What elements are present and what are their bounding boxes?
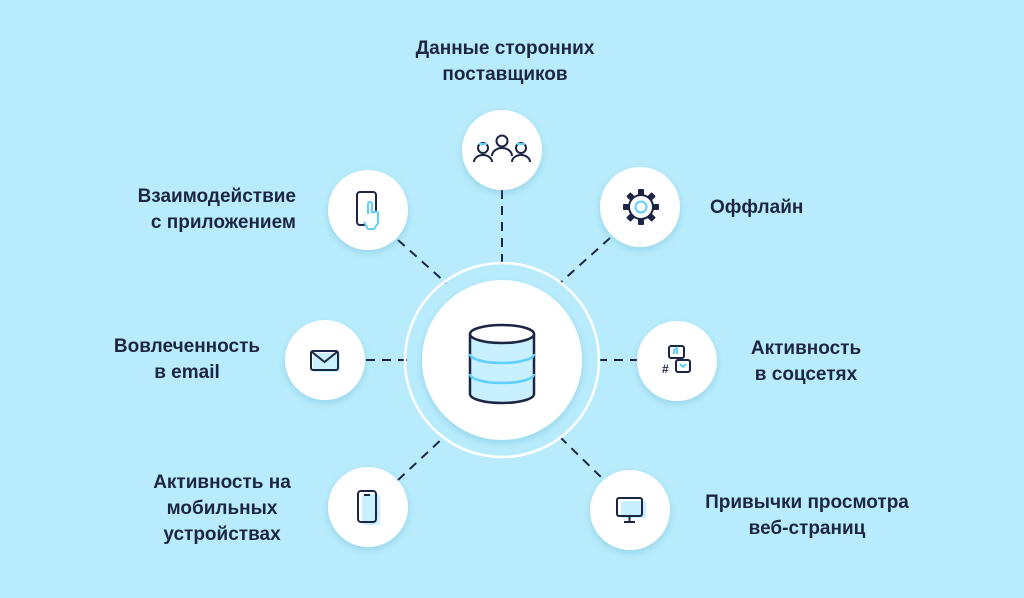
label-vendors: Данные сторонних поставщиков bbox=[416, 36, 595, 88]
label-line: поставщиков bbox=[442, 64, 568, 85]
label-line: в email bbox=[154, 362, 220, 383]
label-line: Взаимодействие bbox=[137, 186, 296, 207]
connector-web bbox=[559, 436, 605, 481]
node-mobile bbox=[328, 467, 408, 547]
label-line: Активность bbox=[750, 338, 862, 359]
label-line: Оффлайн bbox=[710, 197, 804, 218]
label-web: Привычки просмотра веб-страниц bbox=[705, 490, 909, 542]
label-email: Вовлеченность в email bbox=[114, 334, 260, 386]
label-line: Привычки просмотра bbox=[705, 492, 909, 513]
central-database-node bbox=[403, 261, 601, 459]
node-circle bbox=[462, 110, 542, 190]
label-line: устройствах bbox=[163, 524, 281, 545]
label-mobile: Активность на мобильных устройствах bbox=[153, 470, 291, 548]
social-chat-icon: # bbox=[662, 345, 691, 376]
users-group-icon bbox=[473, 134, 531, 163]
connector-lines bbox=[366, 190, 640, 481]
monitor-icon bbox=[616, 497, 646, 523]
node-circle bbox=[600, 167, 680, 247]
hub-outer-ring bbox=[403, 261, 601, 459]
label-line: Данные сторонних bbox=[415, 38, 595, 59]
label-app: Взаимодействие с приложением bbox=[138, 184, 296, 236]
label-social: Активность в соцсетях bbox=[751, 336, 861, 388]
label-line: с приложением bbox=[150, 212, 296, 233]
connector-mobile bbox=[397, 436, 445, 481]
label-line: веб-страниц bbox=[748, 518, 866, 539]
smartphone-icon bbox=[357, 490, 380, 525]
connector-app bbox=[397, 239, 447, 284]
node-web bbox=[590, 470, 670, 550]
node-vendors bbox=[462, 110, 542, 190]
node-email bbox=[285, 320, 365, 400]
phone-tap-icon bbox=[356, 191, 379, 230]
node-social: # bbox=[637, 321, 717, 401]
label-line: Вовлеченность bbox=[113, 336, 261, 357]
gear-icon bbox=[623, 189, 659, 225]
label-line: Активность на bbox=[153, 472, 291, 493]
database-icon bbox=[468, 323, 536, 405]
label-offline: Оффлайн bbox=[710, 195, 803, 221]
envelope-icon bbox=[310, 350, 340, 372]
label-line: в соцсетях bbox=[754, 364, 858, 385]
svg-text:#: # bbox=[662, 362, 669, 376]
label-line: мобильных bbox=[166, 498, 278, 519]
connector-offline bbox=[559, 237, 611, 284]
node-offline bbox=[600, 167, 680, 247]
node-app bbox=[328, 170, 408, 250]
